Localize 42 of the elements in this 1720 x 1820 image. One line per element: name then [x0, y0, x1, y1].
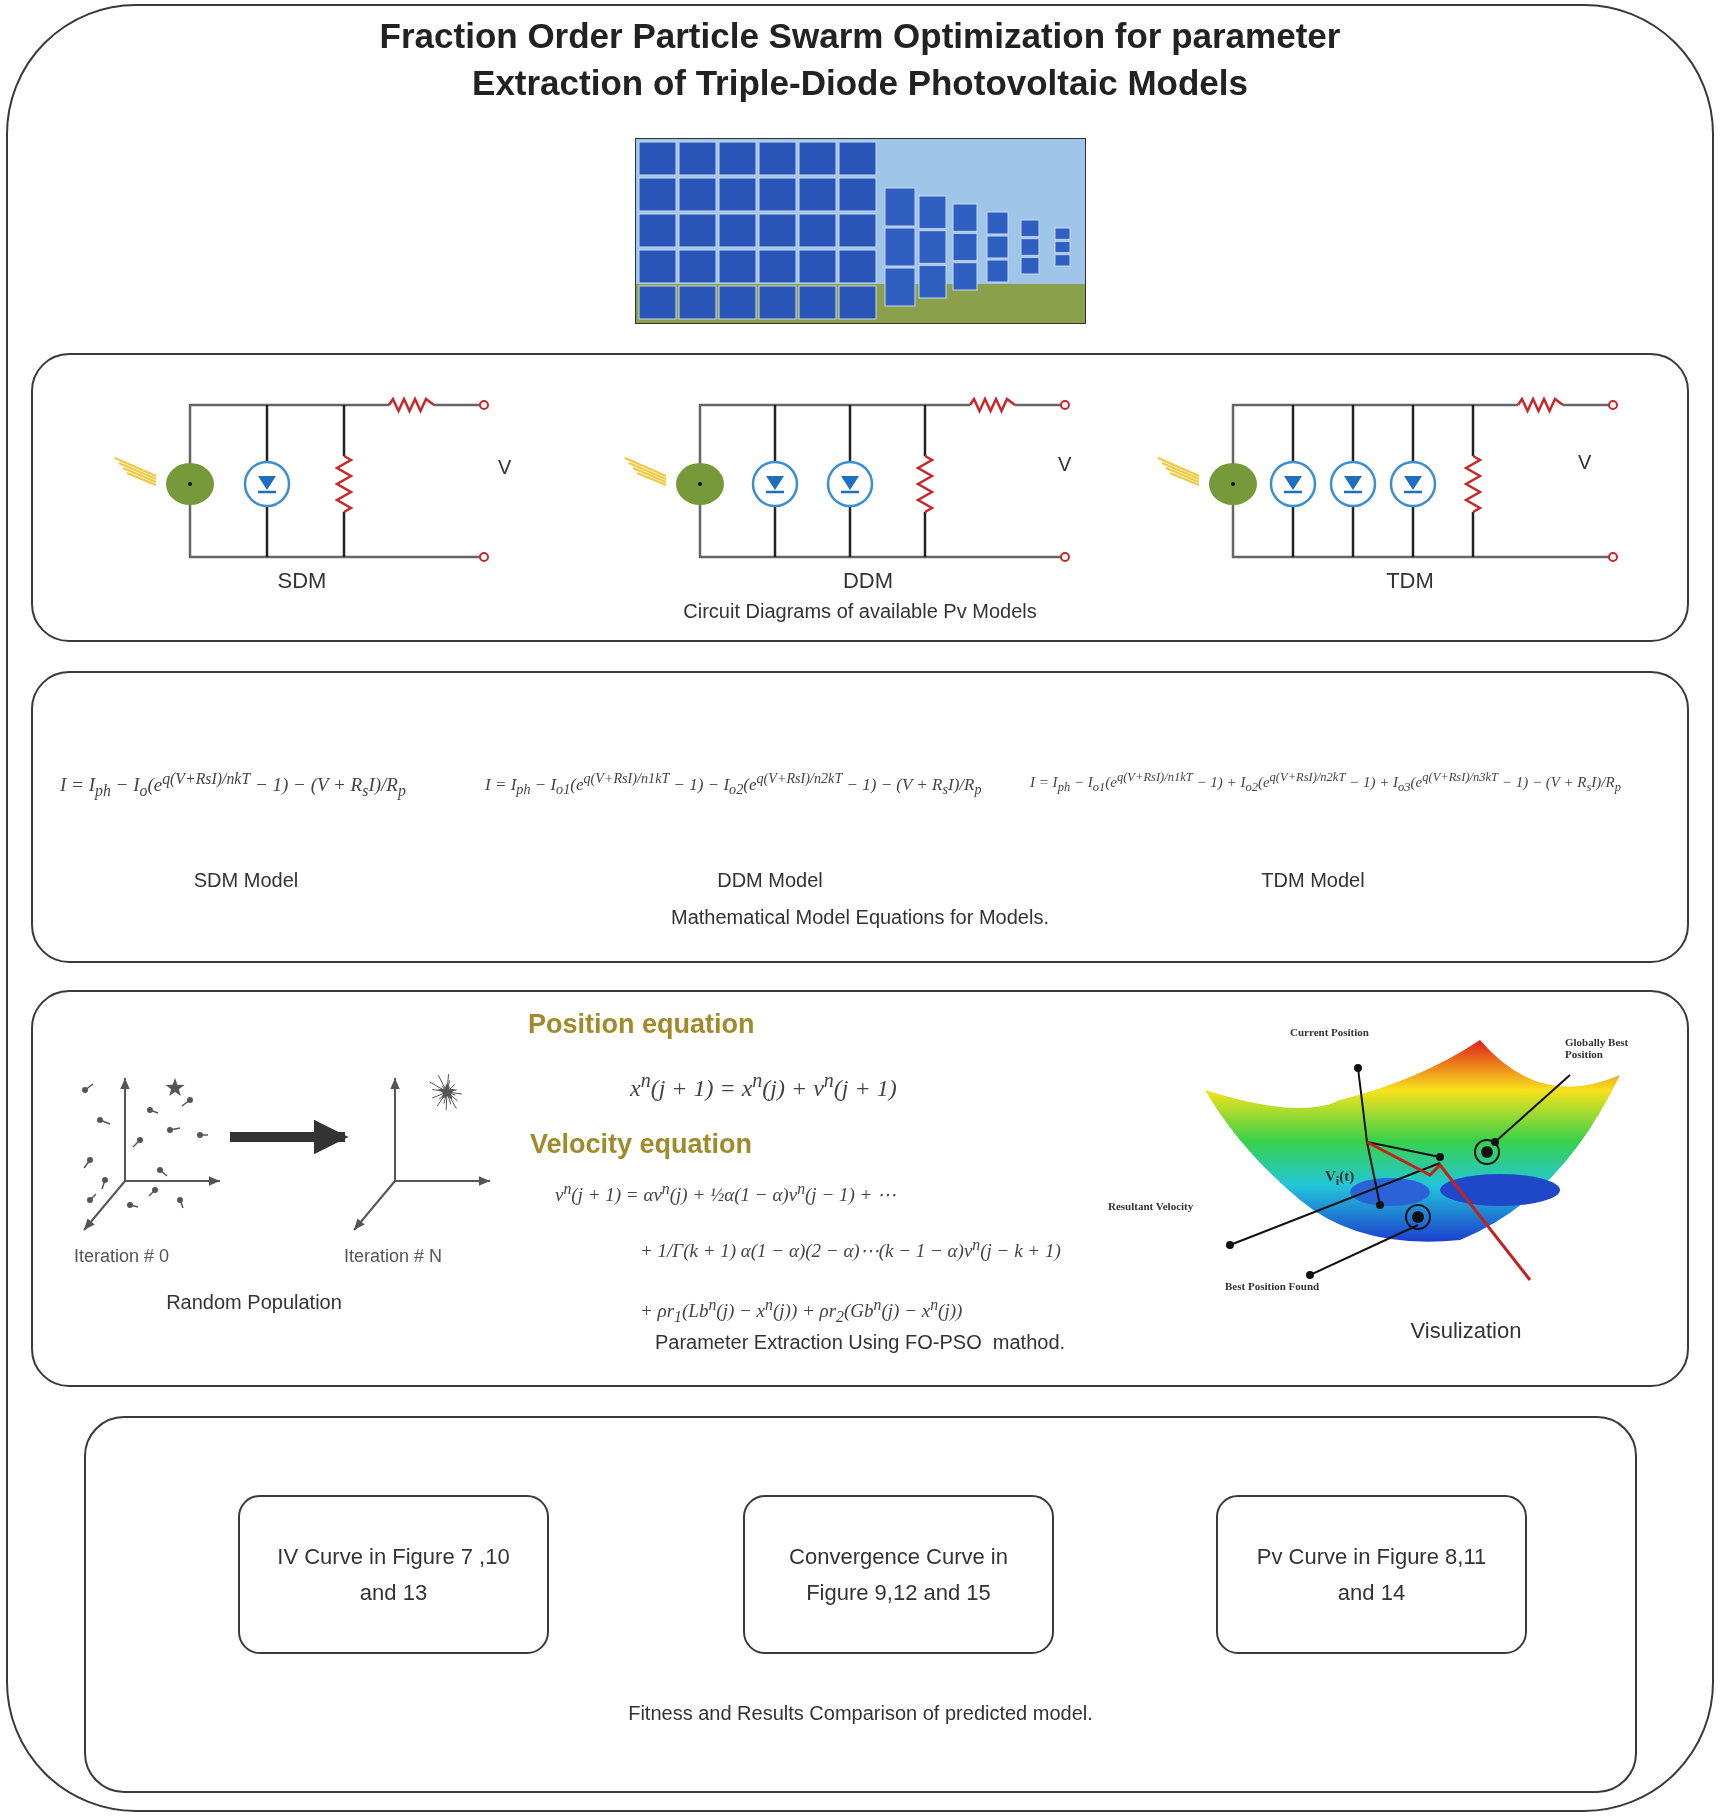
- solar-panel-drawing: [635, 138, 1086, 324]
- section-panel: [84, 1416, 1637, 1793]
- equation: I = I$_{ph}$ − I$_{o}$(e$^{q(V+RsI)/nkT}$ − 1) − (V + R$_{s}$I)/R$_{p}$: [60, 770, 406, 802]
- section-panel: [31, 671, 1689, 963]
- section-panel: [31, 990, 1689, 1387]
- annotation: Best Position Found: [1225, 1280, 1320, 1293]
- voltage-label: V: [498, 455, 512, 479]
- section-panel: [31, 353, 1689, 642]
- section-label: Visulization: [1410, 1318, 1522, 1345]
- section-label: Random Population: [166, 1290, 342, 1314]
- equation: I = I$_{ph}$ − I$_{o1}$(e$^{q(V+RsI)/n1kT}$ − 1) + I$_{o2}$(e$^{q(V+RsI)/n2kT}$ − 1) + I$_{o3}$(e$^{q(V+RsI)/n3kT}$ − 1) − (V + R$_{s}$I)/R$_{p}$: [1030, 770, 1621, 795]
- annotation: V$_{i}$(t): [1325, 1168, 1355, 1189]
- equation-heading: Velocity equation: [530, 1128, 753, 1161]
- panel-caption: Mathematical Model Equations for Models.: [671, 906, 1049, 929]
- arrow: [230, 1119, 349, 1155]
- title: Fraction Order Particle Swarm Optimization for parameter Extraction of Triple-Diode Photovoltaic Models: [378, 15, 1342, 105]
- circuit-label: DDM: [842, 568, 894, 595]
- annotation: Globally Best Position: [1565, 1036, 1630, 1061]
- iteration-label: Iteration # N: [344, 1246, 443, 1267]
- voltage-label: V: [1578, 450, 1592, 474]
- iteration-label: Iteration # 0: [74, 1246, 170, 1267]
- result-box: IV Curve in Figure 7 ,10 and 13: [238, 1495, 549, 1654]
- panel-caption: Fitness and Results Comparison of predicted model.: [628, 1702, 1093, 1725]
- result-box: Pv Curve in Figure 8,11 and 14: [1216, 1495, 1527, 1654]
- equation: + 1/Γ(k + 1) α(1 − α)(2 − α)⋯(k − 1 − α)v$^{n}$(j − k + 1): [640, 1236, 1061, 1264]
- panel-caption: Parameter Extraction Using FO-PSO mathod.: [654, 1331, 1066, 1354]
- equation-heading: Position equation: [528, 1008, 755, 1041]
- circuit-label: SDM: [277, 568, 327, 595]
- equation: I = I$_{ph}$ − I$_{o1}$(e$^{q(V+RsI)/n1kT}$ − 1) − I$_{o2}$(e$^{q(V+RsI)/n2kT}$ − 1) − (V + R$_{s}$I)/R$_{p}$: [485, 770, 982, 799]
- equation: x$^{n}$(j + 1) = x$^{n}$(j) + v$^{n}$(j + 1): [630, 1068, 897, 1103]
- voltage-label: V: [1058, 452, 1072, 476]
- model-label: TDM Model: [1261, 868, 1365, 892]
- page-frame: [6, 4, 1714, 1812]
- annotation: Resultant Velocity: [1108, 1200, 1195, 1213]
- panel-caption: Circuit Diagrams of available Pv Models: [683, 600, 1037, 623]
- model-label: SDM Model: [193, 868, 299, 892]
- equation: + ρr$_{1}$(Lb$^{n}$(j) − x$^{n}$(j)) + ρr$_{2}$(Gb$^{n}$(j) − x$^{n}$(j)): [640, 1296, 963, 1328]
- result-box: Convergence Curve in Figure 9,12 and 15: [743, 1495, 1054, 1654]
- model-label: DDM Model: [717, 868, 823, 892]
- equation: v$^{n}$(j + 1) = αv$^{n}$(j) + ½α(1 − α)v$^{n}$(j − 1) + ⋯: [555, 1180, 897, 1208]
- annotation: Current Position: [1290, 1026, 1370, 1039]
- circuit-label: TDM: [1386, 568, 1434, 595]
